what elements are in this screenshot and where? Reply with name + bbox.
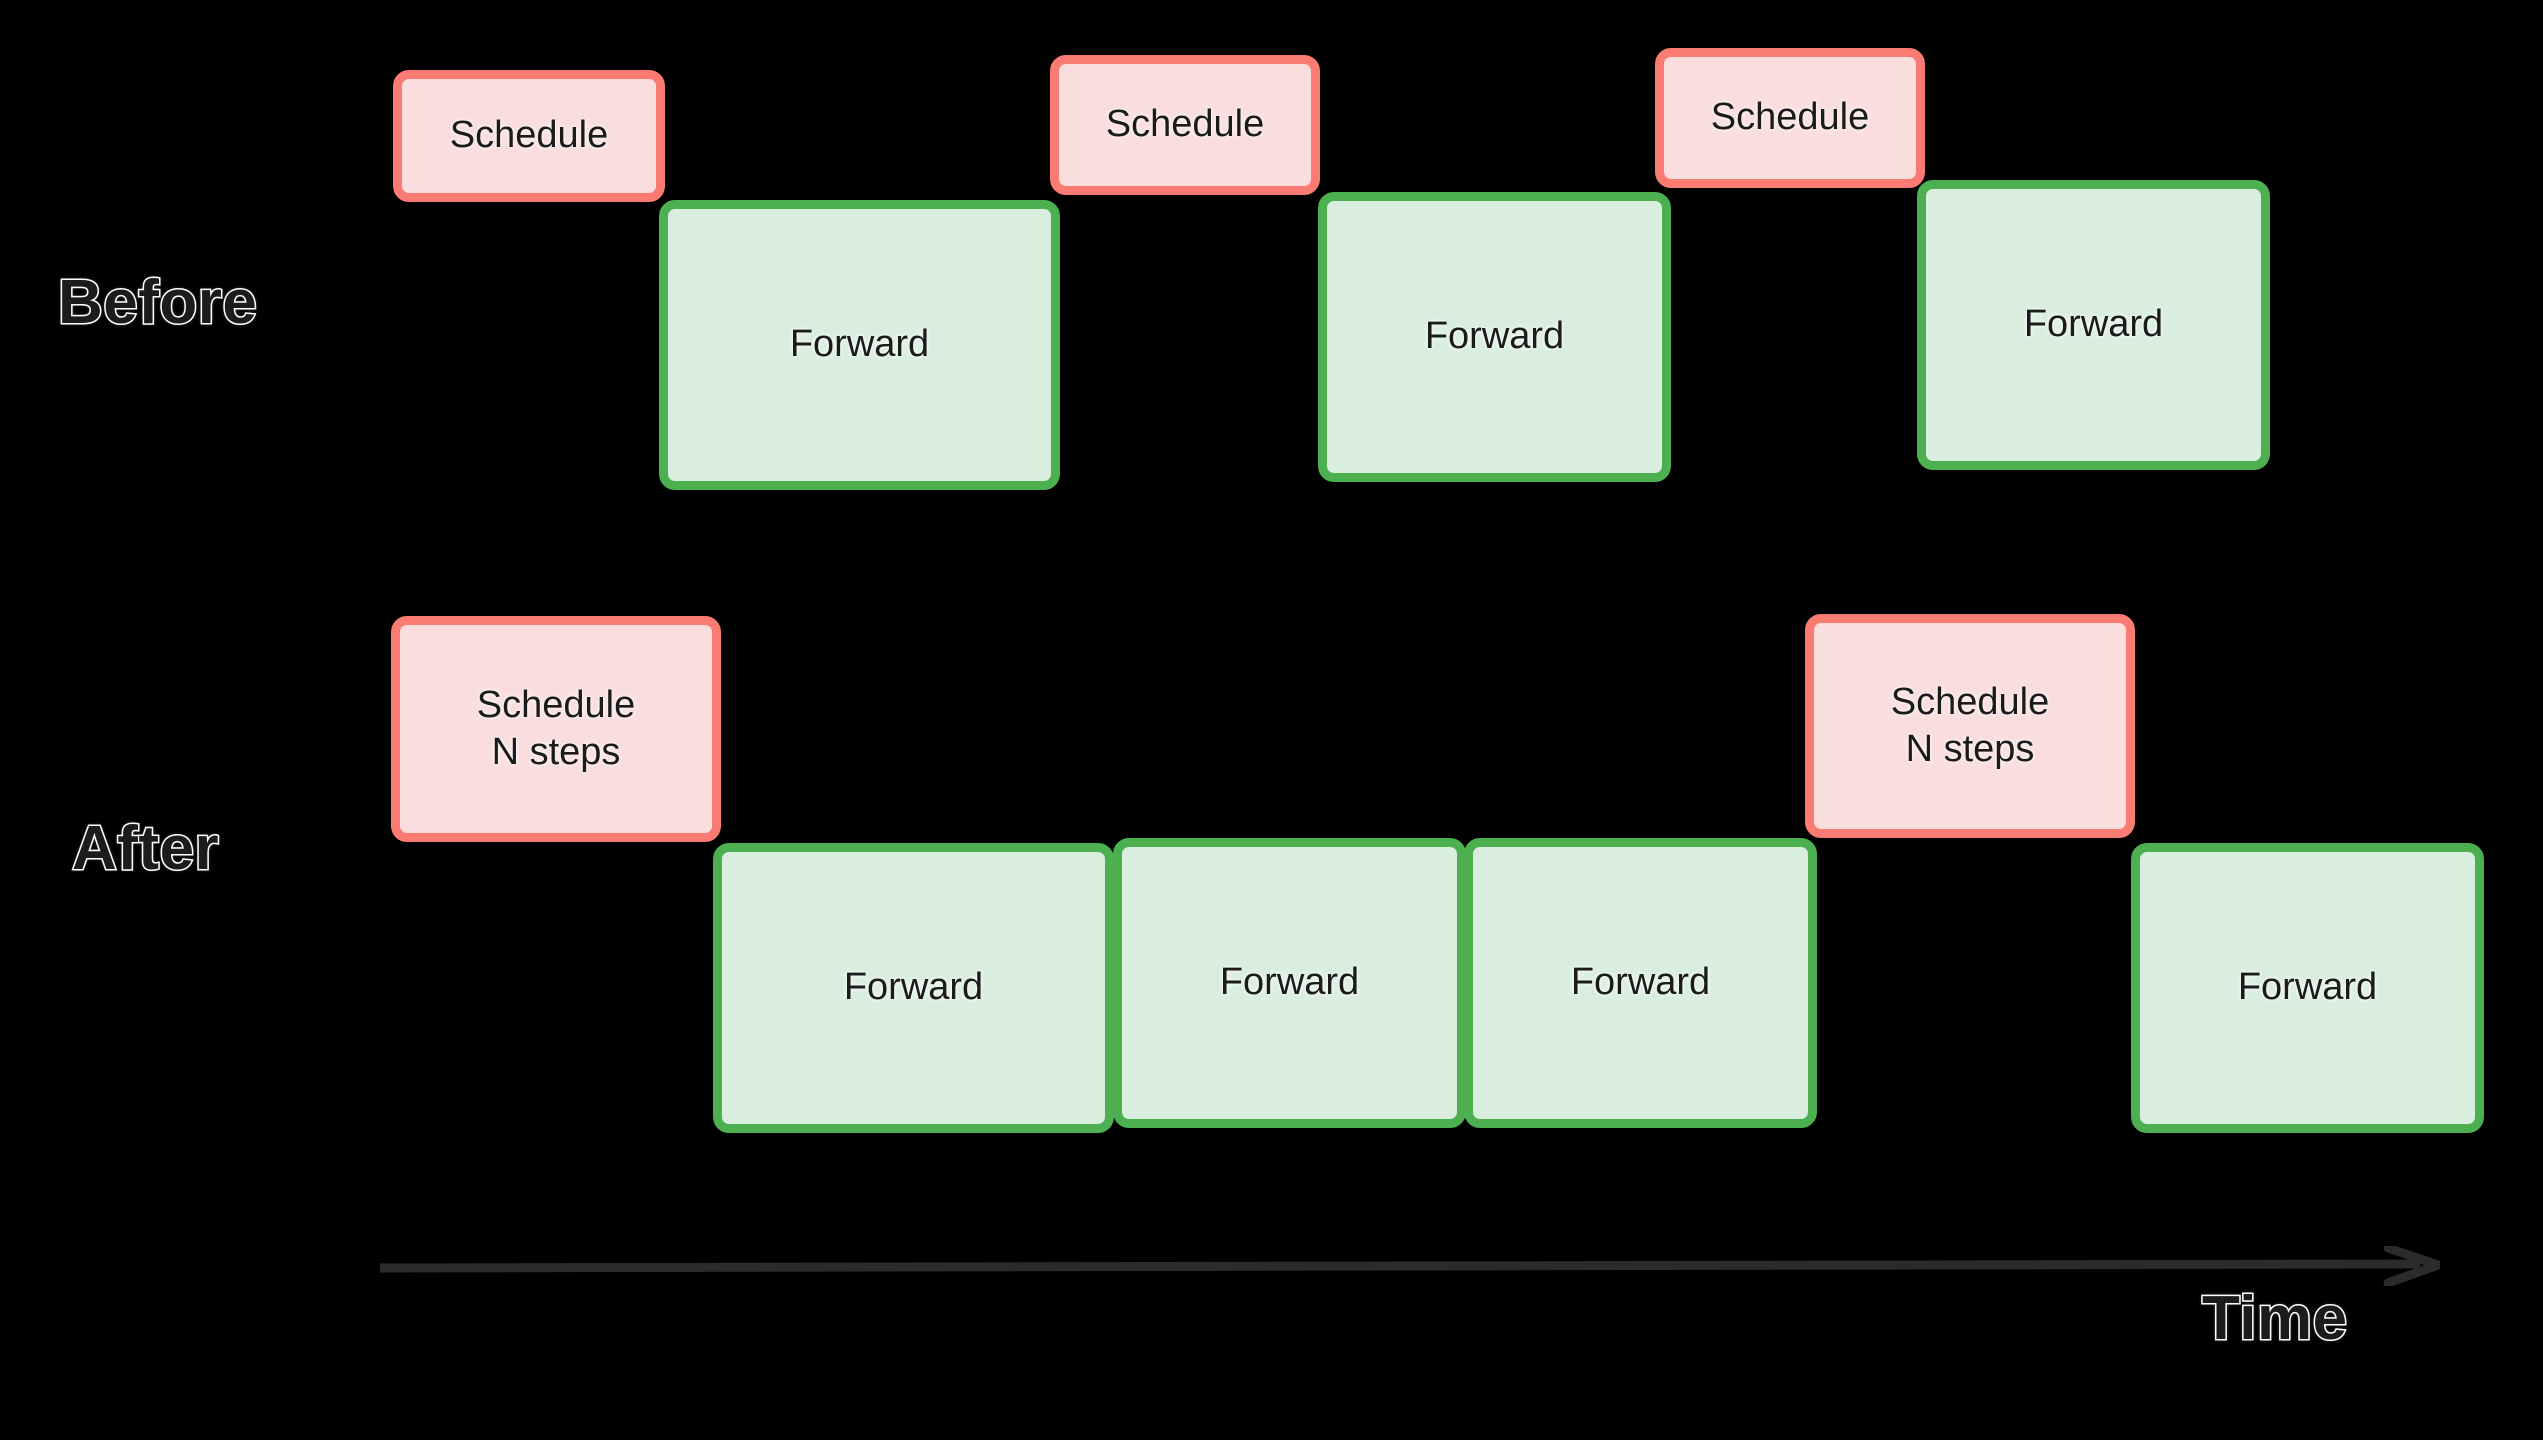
after-schedule-label-2: Schedule N steps [1890,680,2050,771]
before-schedule-label-1: Schedule [449,114,609,157]
before-forward-label-2: Forward [1424,315,1565,358]
before-forward-box-1: Forward [659,200,1060,490]
before-schedule-box-2: Schedule [1050,55,1320,195]
before-forward-box-2: Forward [1318,192,1671,482]
after-forward-label-3: Forward [1570,961,1711,1004]
row-label-after: After [70,814,220,883]
after-forward-label-2: Forward [1219,961,1360,1004]
after-forward-label-4: Forward [2237,966,2378,1009]
before-forward-label-1: Forward [789,323,930,366]
before-schedule-box-3: Schedule [1655,48,1925,188]
before-forward-box-3: Forward [1917,180,2270,470]
time-axis-arrow [380,1246,2440,1286]
after-schedule-box-2: Schedule N steps [1805,614,2135,838]
after-schedule-label-1: Schedule N steps [476,683,636,774]
after-forward-box-3: Forward [1464,838,1817,1128]
after-forward-box-1: Forward [713,843,1114,1133]
after-forward-box-4: Forward [2131,843,2484,1133]
after-schedule-box-1: Schedule N steps [391,616,721,842]
before-forward-label-3: Forward [2023,303,2164,346]
time-axis-label: Time [2201,1284,2349,1353]
row-label-before: Before [56,268,258,337]
after-forward-box-2: Forward [1113,838,1466,1128]
after-forward-label-1: Forward [843,966,984,1009]
before-schedule-label-3: Schedule [1710,96,1870,139]
before-schedule-label-2: Schedule [1105,103,1265,146]
before-schedule-box-1: Schedule [393,70,665,202]
